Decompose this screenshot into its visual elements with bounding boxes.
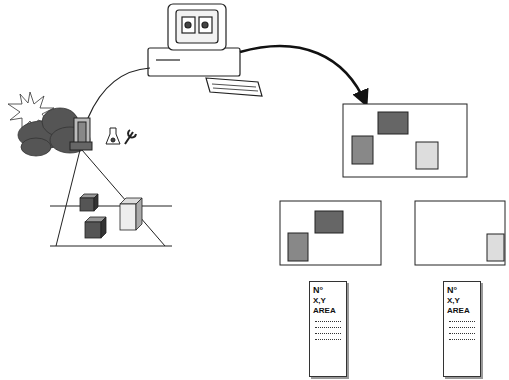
- dotted-line: [315, 334, 341, 340]
- camera: [70, 118, 92, 150]
- sheet-text: AREA: [313, 306, 343, 316]
- sheet-text: X,Y: [313, 296, 343, 306]
- segment-panel: [280, 201, 381, 265]
- dotted-line: [449, 334, 475, 340]
- scene-objects: [80, 194, 142, 238]
- report-sheet: N°X,YAREA: [443, 281, 481, 377]
- tool-icons: [106, 128, 136, 144]
- camera-cable: [88, 68, 150, 118]
- segment-panel: [415, 201, 505, 265]
- sheet-text: AREA: [447, 306, 477, 316]
- sheet-text: X,Y: [447, 296, 477, 306]
- camera-view: [50, 150, 172, 246]
- flow-arrow: [240, 46, 366, 104]
- sheet-text: N°: [447, 285, 477, 296]
- report-sheet: N°X,YAREA: [309, 281, 347, 377]
- result-panel: [343, 104, 467, 177]
- sheet-text: N°: [313, 285, 343, 296]
